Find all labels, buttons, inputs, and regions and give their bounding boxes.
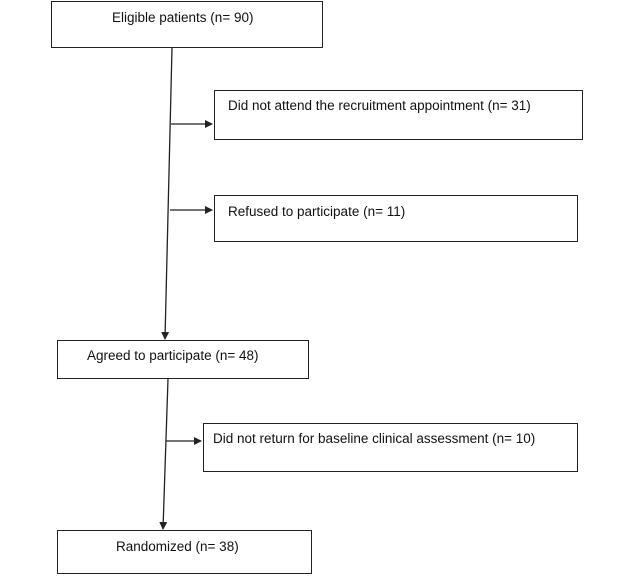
did-not-attend-box: Did not attend the recruitment appointme… (214, 90, 583, 140)
refused-box: Refused to participate (n= 11) (214, 195, 578, 242)
main-line-agreed-to-randomized (159, 378, 169, 530)
did-not-attend-label: Did not attend the recruitment appointme… (228, 98, 531, 113)
agreed-label: Agreed to participate (n= 48) (87, 348, 259, 363)
did-not-return-label: Did not return for baseline clinical ass… (213, 431, 536, 446)
agreed-box: Agreed to participate (n= 48) (57, 340, 309, 379)
did-not-return-box: Did not return for baseline clinical ass… (203, 423, 578, 472)
randomized-box: Randomized (n= 38) (57, 530, 312, 574)
refused-label: Refused to participate (n= 11) (228, 204, 406, 219)
main-line-eligible-to-agreed (161, 47, 173, 340)
eligible-patients-label: Eligible patients (n= 90) (112, 10, 254, 25)
eligible-patients-box: Eligible patients (n= 90) (51, 1, 323, 48)
randomized-label: Randomized (n= 38) (116, 539, 239, 554)
